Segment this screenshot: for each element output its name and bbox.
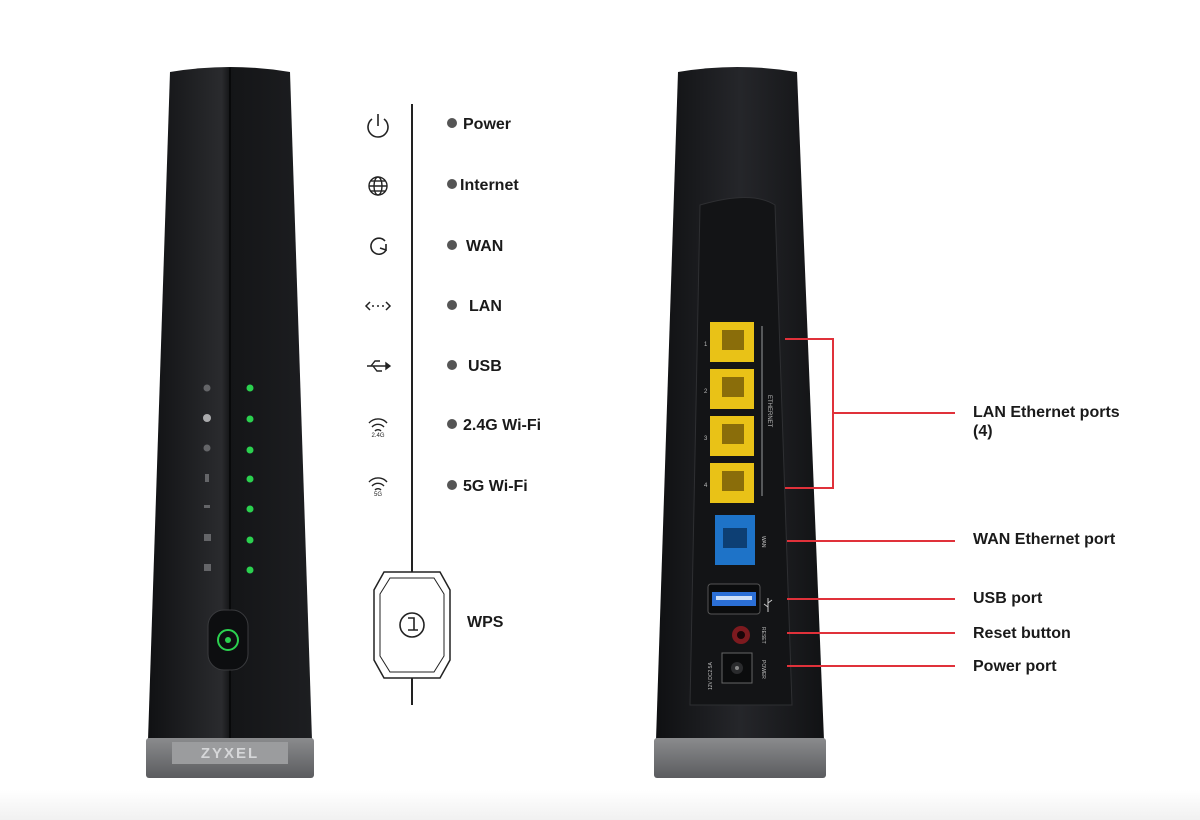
wps-button-icon — [399, 612, 425, 638]
front-lan-icon — [205, 474, 209, 482]
power-mark: POWER — [760, 660, 766, 679]
front-wan-icon — [203, 444, 211, 452]
front-wifi-24g-icon — [204, 534, 211, 541]
wifi-24g-icon-text: 2.4G — [371, 433, 384, 439]
legend-wifi-5g: 5G Wi-Fi — [447, 477, 528, 496]
rear-usb-symbol — [763, 598, 773, 612]
globe-icon — [368, 176, 388, 196]
legend-dot — [447, 179, 457, 189]
legend-label-wan: WAN — [466, 238, 504, 255]
callout-lines — [785, 338, 955, 667]
reset-button[interactable] — [732, 626, 750, 644]
front-wps-button[interactable] — [207, 609, 249, 671]
legend-dot — [447, 419, 457, 429]
front-led-indicators — [246, 384, 254, 574]
led-power — [246, 384, 254, 392]
led-internet — [246, 415, 254, 423]
label-reset-button: Reset button — [973, 625, 1071, 642]
reset-mark: RESET — [760, 627, 766, 644]
label-lan-ports-line2: (4) — [973, 423, 993, 440]
legend-label-power: Power — [463, 116, 512, 133]
label-lan-ports: LAN Ethernet ports (4) — [973, 403, 1120, 441]
legend-dot — [447, 240, 457, 250]
led-legend — [364, 104, 451, 705]
legend-dot — [447, 360, 457, 370]
led-wan — [246, 446, 254, 454]
legend-label-lan: LAN — [469, 298, 502, 315]
front-wifi-5g-icon — [204, 564, 211, 571]
wps-button-outline — [373, 571, 451, 679]
legend-dot — [447, 480, 457, 490]
legend-wps: WPS — [467, 614, 504, 631]
label-wan-port: WAN Ethernet port — [973, 531, 1116, 548]
lan-port-number-4: 4 — [704, 483, 708, 489]
wifi-5g-icon-text: 5G — [374, 492, 382, 498]
floor-shadow — [0, 790, 1200, 820]
label-lan-ports-line1: LAN Ethernet ports — [973, 404, 1120, 421]
led-wifi-5g — [246, 566, 254, 574]
router-rear-view: ETHERNET 1 2 3 4 WAN RESET POWER — [654, 67, 826, 778]
lan-port-number-2: 2 — [704, 389, 708, 395]
legend-power: Power — [447, 115, 511, 134]
led-usb — [246, 505, 254, 513]
legend-label-internet: Internet — [460, 177, 519, 194]
lan-ports — [710, 322, 763, 503]
led-lan — [246, 475, 254, 483]
wan-port — [715, 515, 755, 565]
legend-dot — [447, 300, 457, 310]
front-power-icon — [203, 384, 211, 392]
wifi-5g-icon — [368, 477, 388, 491]
legend-label-wifi-24g: 2.4G Wi-Fi — [463, 417, 542, 434]
legend-label-usb: USB — [468, 358, 502, 375]
legend-lan: LAN — [447, 297, 502, 316]
label-usb-port: USB port — [973, 590, 1043, 607]
usb-icon — [367, 360, 392, 372]
label-power-port: Power port — [973, 658, 1057, 675]
power-icon — [367, 114, 389, 138]
legend-dot — [447, 118, 457, 128]
wps-button-inner — [379, 577, 445, 673]
wifi-24g-icon — [368, 418, 388, 432]
brand-logo: ZYXEL — [201, 745, 259, 762]
legend-wifi-24g: 2.4G Wi-Fi — [447, 416, 541, 435]
legend-label-wifi-5g: 5G Wi-Fi — [463, 478, 528, 495]
wan-icon — [370, 237, 387, 256]
power-rating-mark: 12V DC2.5A — [708, 662, 714, 690]
lan-icon — [364, 301, 392, 311]
lan-port-number-3: 3 — [704, 436, 708, 442]
lan-port-number-1: 1 — [704, 342, 708, 348]
front-usb-icon — [204, 505, 210, 508]
legend-wan: WAN — [447, 237, 503, 256]
front-led-icons — [203, 384, 211, 571]
ethernet-mark: ETHERNET — [766, 395, 772, 428]
wan-mark: WAN — [760, 536, 766, 548]
legend-usb: USB — [447, 357, 502, 376]
power-port — [721, 652, 753, 684]
usb-port — [707, 583, 761, 615]
led-wifi-24g — [246, 536, 254, 544]
front-globe-icon — [203, 414, 211, 422]
router-front-view: ZYXEL — [146, 67, 314, 778]
legend-internet: Internet — [447, 176, 519, 195]
